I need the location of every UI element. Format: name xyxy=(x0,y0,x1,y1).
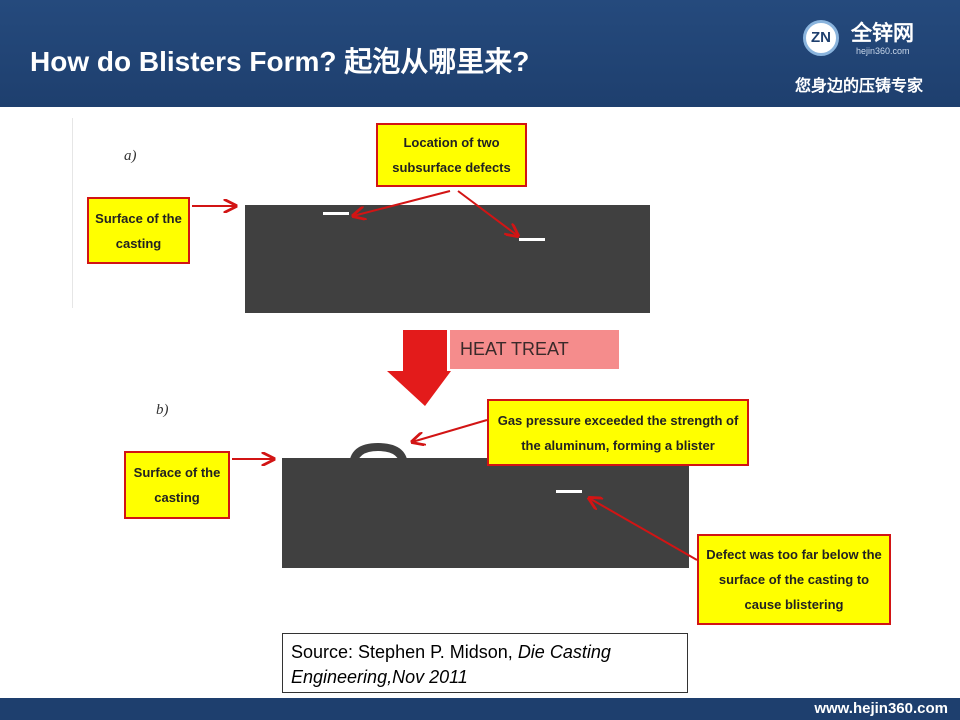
deep-defect xyxy=(556,490,582,493)
callout-surface-a: Surface of the casting xyxy=(87,197,190,264)
panel-a-label: a) xyxy=(124,148,137,164)
arrow-to-defect-2 xyxy=(457,190,518,236)
subsurface-defect-1 xyxy=(323,212,349,215)
blister xyxy=(349,443,408,467)
callout-surface-b: Surface of the casting xyxy=(124,451,230,519)
casting-b xyxy=(282,458,689,568)
logo-url: hejin360.com xyxy=(856,46,910,56)
source-prefix: Source: Stephen P. Midson, xyxy=(291,642,518,662)
arrow-to-deep-defect xyxy=(589,498,698,561)
subsurface-defect-2 xyxy=(519,238,545,241)
callout-defect-deep: Defect was too far below the surface of … xyxy=(697,534,891,625)
casting-a xyxy=(245,205,650,313)
heat-treat-label: HEAT TREAT xyxy=(450,330,619,369)
source-publication: Die Casting Engineering,Nov 2011 xyxy=(291,642,611,687)
source-citation: Source: Stephen P. Midson, Die Casting E… xyxy=(282,633,688,693)
footer-url[interactable]: www.hejin360.com xyxy=(814,700,948,717)
heat-treat-arrow xyxy=(387,330,451,406)
arrow-to-defect-1 xyxy=(353,190,451,216)
logo-mark: ZN xyxy=(803,20,839,56)
arrow-to-blister xyxy=(412,419,488,442)
callout-gas-pressure: Gas pressure exceeded the strength of th… xyxy=(487,399,749,466)
header-bar: How do Blisters Form? 起泡从哪里来? ZN 全锌网 hej… xyxy=(0,0,960,107)
footer-bar: www.hejin360.com xyxy=(0,698,960,720)
logo-name: 全锌网 xyxy=(851,22,914,45)
tagline: 您身边的压铸专家 xyxy=(795,78,924,95)
slide-title: How do Blisters Form? 起泡从哪里来? xyxy=(30,46,530,77)
panel-b-label: b) xyxy=(156,402,169,418)
callout-defect-location: Location of two subsurface defects xyxy=(376,123,527,187)
